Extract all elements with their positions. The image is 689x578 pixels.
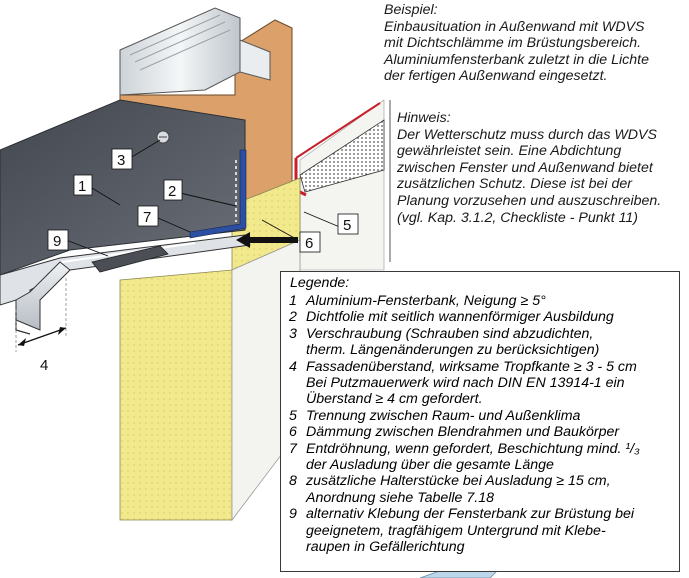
dimension-4 <box>17 327 67 346</box>
legend-item-text: Verschraubung (Schrauben sind abzudichte… <box>306 325 594 342</box>
legend-title: Legende: <box>290 275 350 291</box>
legend-item-text: Dichtfolie mit seitlich wannenförmiger A… <box>306 309 614 326</box>
callout-1-label: 1 <box>78 178 86 195</box>
legend-item-6: 6 Dämmung zwischen Blendrahmen und Baukör… <box>289 424 674 440</box>
legend-item-text: Überstand ≥ 4 cm gefordert. <box>306 391 483 408</box>
callout-6-label: 6 <box>305 235 313 252</box>
callout-5-label: 5 <box>343 217 351 234</box>
legend-item-8: 8 zusätzliche Halterstücke bei Ausladung … <box>289 473 674 506</box>
legend-item-number: 8 <box>289 473 297 490</box>
callout-2-label: 2 <box>168 183 176 200</box>
example-line: Einbausituation in Außenwand mit WDVS <box>384 18 645 35</box>
sealing-membrane <box>189 149 247 239</box>
legend-item-1: 1 Aluminium-Fensterbank, Neigung ≥ 5° <box>289 293 674 309</box>
hint-line: gewährleistet sein. Eine Abdichtung <box>397 143 622 160</box>
legend-item-2: 2 Dichtfolie mit seitlich wannenförmiger … <box>289 309 674 325</box>
legend-box: Legende: 1 Aluminium-Fensterbank, Neigung… <box>280 271 680 572</box>
reveal-band <box>299 119 385 193</box>
hint-line: Planung vorzusehen und auszuschreiben. <box>397 192 662 209</box>
legend-item-text: raupen in Gefällerichtung <box>306 539 465 555</box>
legend-item-number: 7 <box>289 440 297 457</box>
hint-note: Hinweis: Der Wetterschutz muss durch das… <box>397 110 689 226</box>
legend-item-5: 5 Trennung zwischen Raum- und Außenklima <box>289 408 674 424</box>
legend-item-4: 4 Fassadenüberstand, wirksame Tropfkante … <box>289 359 674 408</box>
legend-item-number: 1 <box>289 293 297 309</box>
legend-item-text: der Ausladung über die gesamte Länge <box>306 457 554 473</box>
hint-line: zusätzlichen Schutz. Diese ist bei der <box>397 176 632 193</box>
legend-item-9: 9 alternativ Klebung der Fensterbank zur … <box>289 506 674 555</box>
callout-1: 1 <box>73 174 93 196</box>
callout-3: 3 <box>111 148 133 170</box>
legend-item-number: 5 <box>289 407 297 424</box>
legend-item-text: Entdröhnung, wenn gefordert, Beschichtun… <box>306 440 640 457</box>
callout-4-label: 4 <box>40 357 48 374</box>
callout-7: 7 <box>137 205 159 227</box>
legend-item-number: 2 <box>289 309 297 326</box>
legend-item-number: 4 <box>289 358 297 375</box>
example-line: Aluminiumfensterbank zuletzt in die Lich… <box>384 51 649 68</box>
legend-item-number: 6 <box>289 424 297 441</box>
hint-line: Der Wetterschutz muss durch das WDVS <box>397 126 657 143</box>
hint-line: zwischen Fenster und Außenwand bietet <box>397 159 653 176</box>
legend-item-text: Trennung zwischen Raum- und Außenklima <box>306 407 581 424</box>
glue-bead <box>91 245 169 273</box>
callout-7-label: 7 <box>143 209 151 226</box>
legend-item-text: Aluminium-Fensterbank, Neigung ≥ 5° <box>306 293 546 309</box>
legend-item-number: 9 <box>289 506 297 523</box>
example-heading: Beispiel: <box>384 2 438 18</box>
legend-item-text: zusätzliche Halterstücke bei Ausladung ≥… <box>306 473 611 490</box>
example-note: Beispiel: Einbausituation in Außenwand m… <box>384 2 689 85</box>
legend-item-number: 3 <box>289 325 297 342</box>
callout-5: 5 <box>337 213 359 235</box>
example-line: der fertigen Außenwand eingesetzt. <box>384 68 608 85</box>
legend-item-7: 7 Entdröhnung, wenn gefordert, Beschichtu… <box>289 441 674 474</box>
legend-item-text: Dämmung zwischen Blendrahmen und Baukörp… <box>306 424 620 441</box>
wall-front-face <box>119 269 233 521</box>
hint-heading: Hinweis: <box>397 110 451 126</box>
callout-9: 9 <box>47 229 69 251</box>
legend-item-text: Anordnung siehe Tabelle 7.18 <box>306 489 495 506</box>
callout-4: 4 <box>40 357 48 374</box>
legend-item-3: 3 Verschraubung (Schrauben sind abzudicht… <box>289 326 674 359</box>
callout-6: 6 <box>299 231 321 253</box>
callout-3-label: 3 <box>117 152 125 169</box>
legend-item-text: Bei Putzmauerwerk wird nach DIN EN 13914… <box>306 375 625 391</box>
legend-item-text: alternativ Klebung der Fensterbank zur B… <box>306 506 635 523</box>
example-line: mit Dichtschlämme im Brüstungsbereich. <box>384 35 642 52</box>
legend-item-text: geeignetem, tragfähigem Untergrund mit K… <box>306 522 606 539</box>
callout-9-label: 9 <box>53 233 61 250</box>
sill-front-edge <box>15 261 71 331</box>
legend-item-text: therm. Längenänderungen zu berücksichtig… <box>306 342 600 359</box>
legend-item-text: Fassadenüberstand, wirksame Tropfkante ≥… <box>306 358 637 375</box>
hint-line: (vgl. Kap. 3.1.2, Checkliste - Punkt 11) <box>397 209 639 226</box>
callout-2: 2 <box>163 179 183 201</box>
